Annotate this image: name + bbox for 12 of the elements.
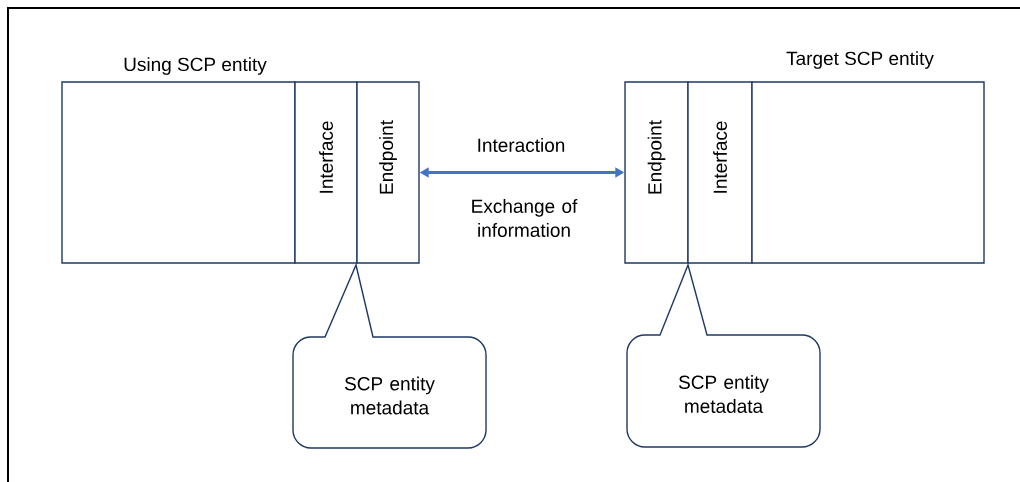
component-box: Endpoint — [356, 81, 420, 264]
edge-label: Interaction — [475, 137, 567, 153]
component-box: Interface — [687, 81, 753, 264]
node-label: Target SCP entity — [786, 51, 934, 69]
component-box: Interface — [294, 81, 358, 264]
component-box: Endpoint — [624, 81, 689, 264]
text-label: Exchange of information — [472, 199, 578, 237]
entity-box: Using SCP entity — [61, 57, 296, 264]
speech-bubble: SCP entity metadata — [292, 264, 487, 449]
speech-bubble: SCP entity metadata — [626, 264, 821, 448]
node-label: Using SCP entity — [124, 57, 267, 75]
entity-box: Target SCP entity — [751, 51, 985, 264]
